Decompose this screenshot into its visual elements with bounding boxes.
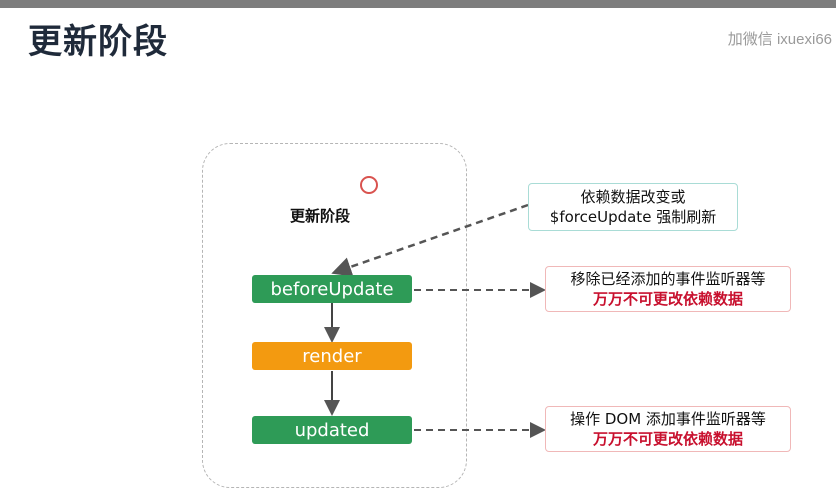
before-update-node: beforeUpdate (252, 275, 412, 303)
updated-node: updated (252, 416, 412, 444)
slide-title: 更新阶段 (28, 22, 168, 62)
before-update-warning: 万万不可更改依赖数据 (592, 290, 743, 308)
trigger-note-line2: $forceUpdate 强制刷新 (549, 208, 717, 226)
updated-note: 操作 DOM 添加事件监听器等 万万不可更改依赖数据 (545, 406, 791, 452)
trigger-note-line1: 依赖数据改变或 (580, 188, 686, 206)
connector-lines (324, 203, 546, 438)
trigger-dashed-arrow (331, 203, 529, 277)
updated-note-line1: 操作 DOM 添加事件监听器等 (570, 410, 766, 428)
top-bar (0, 0, 836, 8)
red-circle-marker (360, 176, 378, 194)
trigger-note: 依赖数据改变或 $forceUpdate 强制刷新 (528, 183, 738, 231)
stage-label: 更新阶段 (290, 207, 351, 225)
before-update-note-line1: 移除已经添加的事件监听器等 (570, 270, 766, 288)
updated-warning: 万万不可更改依赖数据 (592, 430, 743, 448)
render-node: render (252, 342, 412, 370)
watermark: 加微信 ixuexi66 (727, 31, 832, 48)
before-update-note: 移除已经添加的事件监听器等 万万不可更改依赖数据 (545, 266, 791, 312)
